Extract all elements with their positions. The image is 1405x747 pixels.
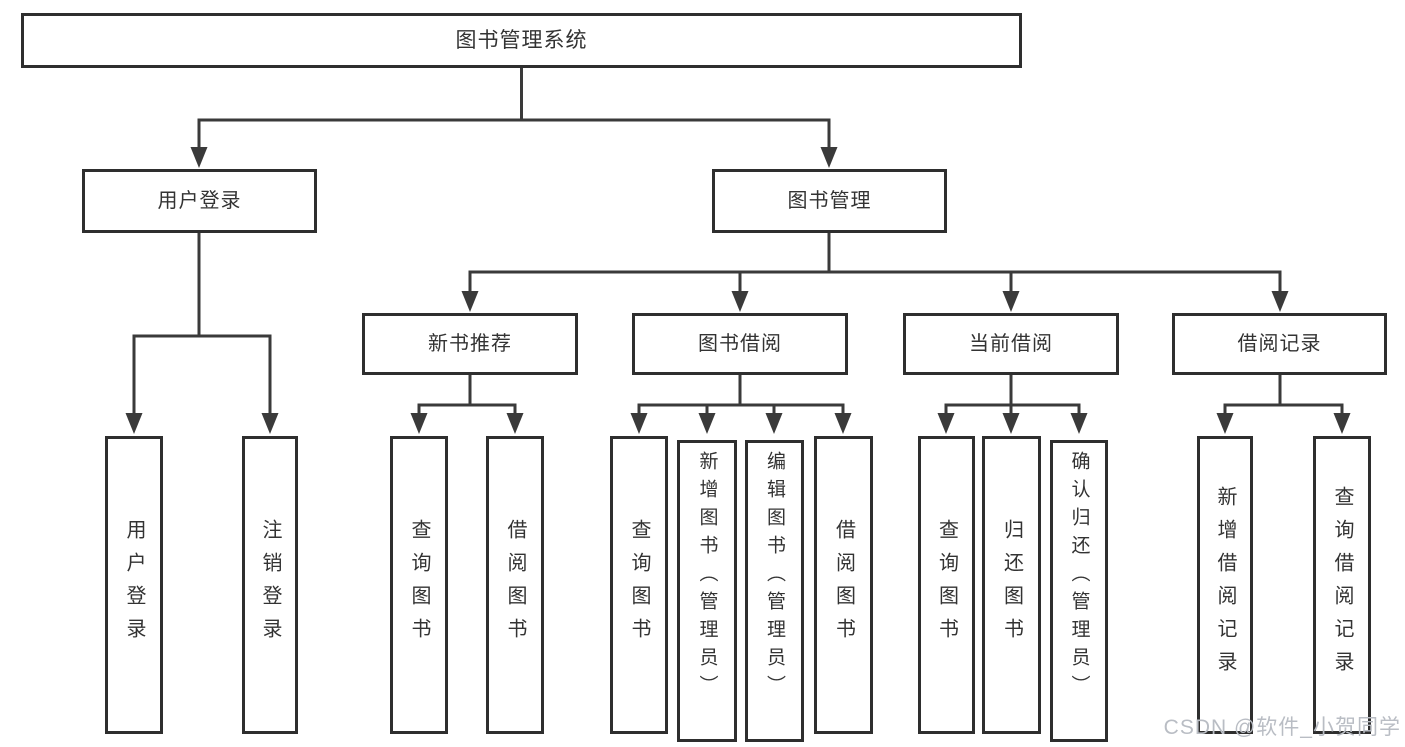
leaf-user-login-label: 用户登录 bbox=[123, 519, 145, 651]
node-book-management-label: 图书管理 bbox=[787, 190, 872, 212]
leaf-user-login: 用户登录 bbox=[105, 436, 163, 734]
node-new-book-recommend: 新书推荐 bbox=[362, 313, 578, 375]
node-borrow-records: 借阅记录 bbox=[1172, 313, 1387, 375]
leaf-return-books: 归还图书 bbox=[982, 436, 1041, 734]
leaf-query-books-recommend-label: 查询图书 bbox=[408, 519, 430, 651]
leaf-query-books-current: 查询图书 bbox=[918, 436, 975, 734]
node-new-book-recommend-label: 新书推荐 bbox=[428, 333, 512, 355]
leaf-add-borrow-record: 新增借阅记录 bbox=[1197, 436, 1253, 734]
leaf-confirm-return-admin: 确认归还（管理员） bbox=[1050, 440, 1108, 742]
leaf-borrow-books-recommend-label: 借阅图书 bbox=[504, 519, 526, 651]
node-borrow-records-label: 借阅记录 bbox=[1237, 333, 1322, 355]
leaf-logout-login-label: 注销登录 bbox=[259, 519, 281, 651]
leaf-borrow-books-2-label: 借阅图书 bbox=[832, 519, 855, 651]
leaf-edit-book-admin: 编辑图书（管理员） bbox=[745, 440, 804, 742]
leaf-query-books-borrow: 查询图书 bbox=[610, 436, 668, 734]
leaf-query-books-current-label: 查询图书 bbox=[935, 519, 958, 651]
leaf-return-books-label: 归还图书 bbox=[1000, 519, 1023, 651]
node-root-label: 图书管理系统 bbox=[455, 29, 588, 52]
leaf-query-books-borrow-label: 查询图书 bbox=[628, 519, 650, 651]
node-current-borrow-label: 当前借阅 bbox=[969, 333, 1053, 355]
leaf-add-book-admin-label: 新增图书（管理员） bbox=[696, 451, 718, 703]
node-book-borrow: 图书借阅 bbox=[632, 313, 848, 375]
leaf-borrow-books-recommend: 借阅图书 bbox=[486, 436, 544, 734]
leaf-edit-book-admin-label: 编辑图书（管理员） bbox=[764, 451, 785, 703]
node-user-login-label: 用户登录 bbox=[157, 190, 242, 212]
leaf-query-borrow-record: 查询借阅记录 bbox=[1313, 436, 1371, 734]
node-user-login: 用户登录 bbox=[82, 169, 317, 233]
node-book-management: 图书管理 bbox=[712, 169, 947, 233]
leaf-query-books-recommend: 查询图书 bbox=[390, 436, 448, 734]
leaf-query-borrow-record-label: 查询借阅记录 bbox=[1331, 486, 1353, 684]
node-root: 图书管理系统 bbox=[21, 13, 1022, 68]
leaf-borrow-books-2: 借阅图书 bbox=[814, 436, 873, 734]
leaf-confirm-return-admin-label: 确认归还（管理员） bbox=[1068, 451, 1090, 703]
node-current-borrow: 当前借阅 bbox=[903, 313, 1119, 375]
leaf-add-book-admin: 新增图书（管理员） bbox=[677, 440, 737, 742]
leaf-add-borrow-record-label: 新增借阅记录 bbox=[1214, 486, 1236, 684]
watermark: CSDN @软件_小贺同学 bbox=[1163, 716, 1401, 739]
leaf-logout-login: 注销登录 bbox=[242, 436, 298, 734]
node-book-borrow-label: 图书借阅 bbox=[698, 333, 782, 355]
